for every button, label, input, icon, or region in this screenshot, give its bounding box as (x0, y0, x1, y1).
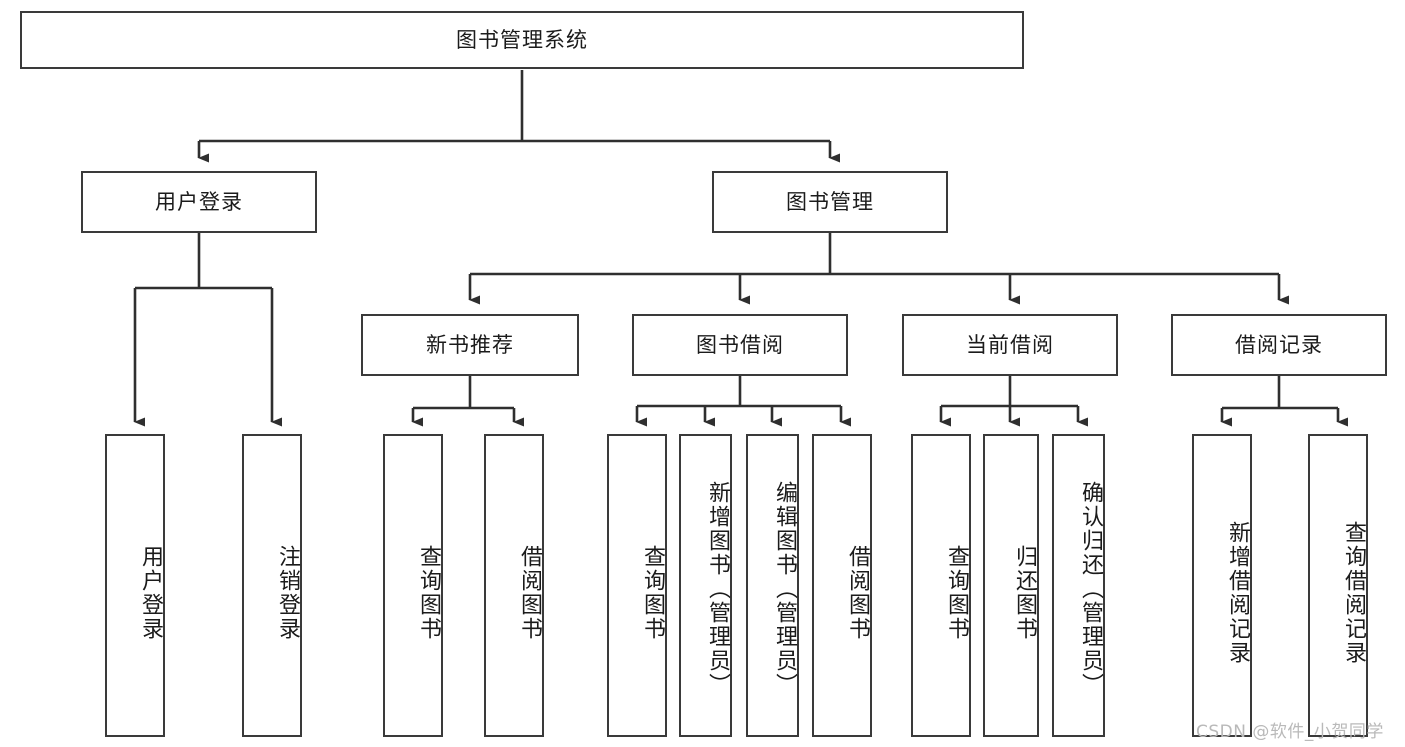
leaf-query-book-borrow[interactable]: 查询图书 (607, 434, 667, 737)
node-book-manage[interactable]: 图书管理 (712, 171, 948, 233)
node-root[interactable]: 图书管理系统 (20, 11, 1024, 69)
leaf-user-login[interactable]: 用户登录 (105, 434, 165, 737)
leaf-borrow-book-recommend[interactable]: 借阅图书 (484, 434, 544, 737)
leaf-query-book-current[interactable]: 查询图书 (911, 434, 971, 737)
leaf-query-borrow-record[interactable]: 查询借阅记录 (1308, 434, 1368, 737)
node-book-borrow[interactable]: 图书借阅 (632, 314, 848, 376)
leaf-add-book-admin[interactable]: 新增图书（管理员） (679, 434, 732, 737)
node-current-borrow[interactable]: 当前借阅 (902, 314, 1118, 376)
csdn-watermark: CSDN @软件_小贺同学 (1196, 722, 1384, 742)
leaf-logout[interactable]: 注销登录 (242, 434, 302, 737)
leaf-edit-book-admin[interactable]: 编辑图书（管理员） (746, 434, 799, 737)
node-user-login[interactable]: 用户登录 (81, 171, 317, 233)
leaf-return-book[interactable]: 归还图书 (983, 434, 1039, 737)
node-borrow-record[interactable]: 借阅记录 (1171, 314, 1387, 376)
leaf-query-book-recommend[interactable]: 查询图书 (383, 434, 443, 737)
node-new-book-recommendation[interactable]: 新书推荐 (361, 314, 579, 376)
leaf-borrow-book[interactable]: 借阅图书 (812, 434, 872, 737)
leaf-add-borrow-record[interactable]: 新增借阅记录 (1192, 434, 1252, 737)
leaf-confirm-return-admin[interactable]: 确认归还（管理员） (1052, 434, 1105, 737)
